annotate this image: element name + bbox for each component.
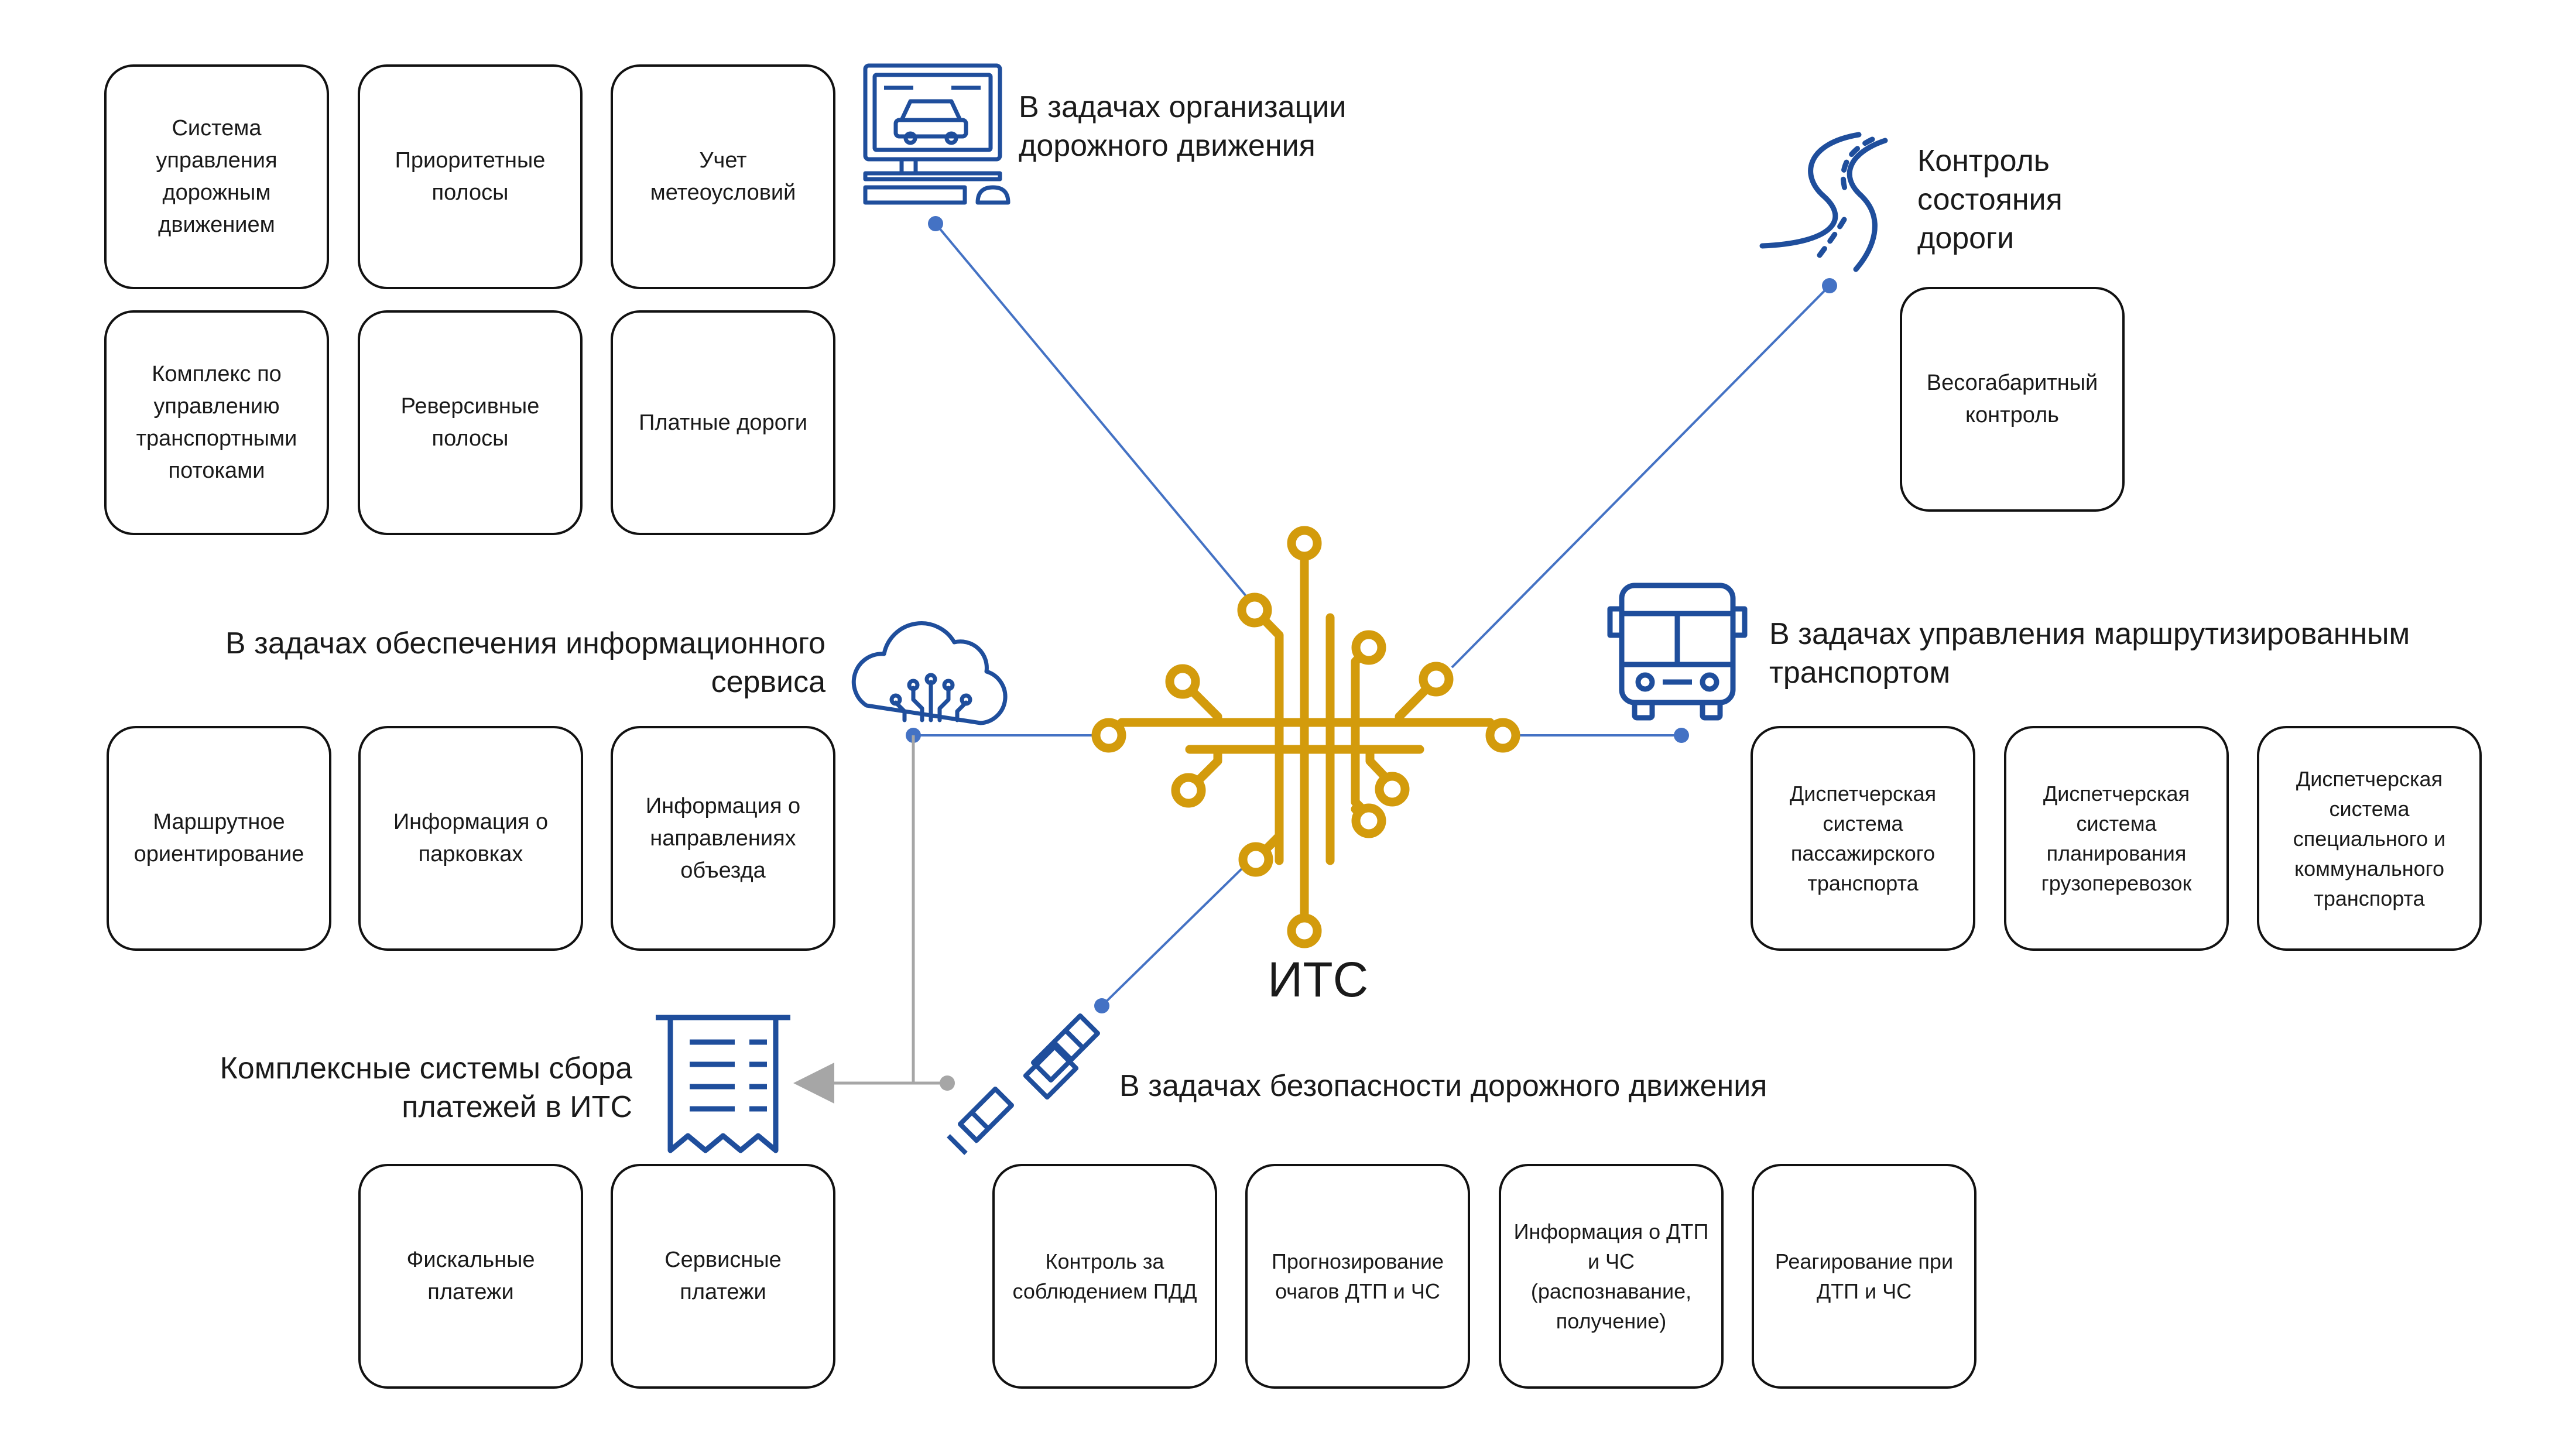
connector-dot-traffic-org xyxy=(928,216,943,231)
connector-safety xyxy=(1101,865,1245,1007)
box-traffic-rules-control: Контроль за соблюдением ПДД xyxy=(992,1164,1217,1389)
heading-safety: В задачах безопасности дорожного движени… xyxy=(1119,1069,1767,1103)
box-accident-response: Реагирование при ДТП и ЧС xyxy=(1752,1164,1976,1389)
box-passenger-dispatch: Диспетчерская система пассажирского тран… xyxy=(1751,726,1975,951)
box-priority-lanes: Приоритетные полосы xyxy=(358,64,583,289)
road-icon xyxy=(1759,132,1888,272)
computer-car-icon xyxy=(863,63,1010,205)
box-weather-accounting: Учет метеоусловий xyxy=(611,64,835,289)
bus-icon xyxy=(1607,583,1748,721)
box-accident-forecast: Прогнозирование очагов ДТП и ЧС xyxy=(1245,1164,1470,1389)
connector-traffic-org xyxy=(934,222,1248,598)
connector-dot-safety xyxy=(1094,998,1109,1013)
heading-traffic-org: В задачах организации дорожного движения xyxy=(1019,90,1347,163)
connector-dot-payments xyxy=(940,1075,955,1091)
box-accident-info: Информация о ДТП и ЧС (распознавание, по… xyxy=(1499,1164,1724,1389)
seatbelt-icon xyxy=(947,1013,1100,1155)
its-chip-icon xyxy=(1117,551,1495,923)
box-reversible-lanes: Реверсивные полосы xyxy=(358,310,583,535)
box-traffic-flow-complex: Комплекс по управлению транспортными пот… xyxy=(104,310,329,535)
heading-road-control: Контроль состояния дороги xyxy=(1917,144,2063,255)
box-cargo-dispatch: Диспетчерская система планирования грузо… xyxy=(2004,726,2229,951)
cloud-network-icon xyxy=(851,621,1008,725)
box-fiscal-payments: Фискальные платежи xyxy=(358,1164,583,1389)
connector-dot-road-control xyxy=(1822,278,1837,293)
box-special-transport-dispatch: Диспетчерская система специального и ком… xyxy=(2257,726,2482,951)
box-toll-roads: Платные дороги xyxy=(611,310,835,535)
box-traffic-control-system: Система управления дорожным движением xyxy=(104,64,329,289)
its-label: ИТС xyxy=(1268,952,1369,1007)
box-service-payments: Сервисные платежи xyxy=(611,1164,835,1389)
connector-dot-route-transport xyxy=(1674,728,1689,743)
receipt-icon xyxy=(656,1015,790,1153)
box-detour-info: Информация о направлениях объезда xyxy=(611,726,835,951)
box-weight-dimension-control: Весогабаритный контроль xyxy=(1900,287,2125,512)
its-chip-nodes xyxy=(1091,526,1520,948)
heading-info-service: В задачах обеспечения информационного се… xyxy=(225,626,825,699)
heading-route-transport: В задачах управления маршрутизированным … xyxy=(1769,617,2410,690)
heading-payments: Комплексные системы сбора платежей в ИТС xyxy=(220,1051,633,1124)
connector-road-control xyxy=(1451,285,1831,669)
box-route-guidance: Маршрутное ориентирование xyxy=(107,726,331,951)
box-parking-info: Информация о парковках xyxy=(358,726,583,951)
